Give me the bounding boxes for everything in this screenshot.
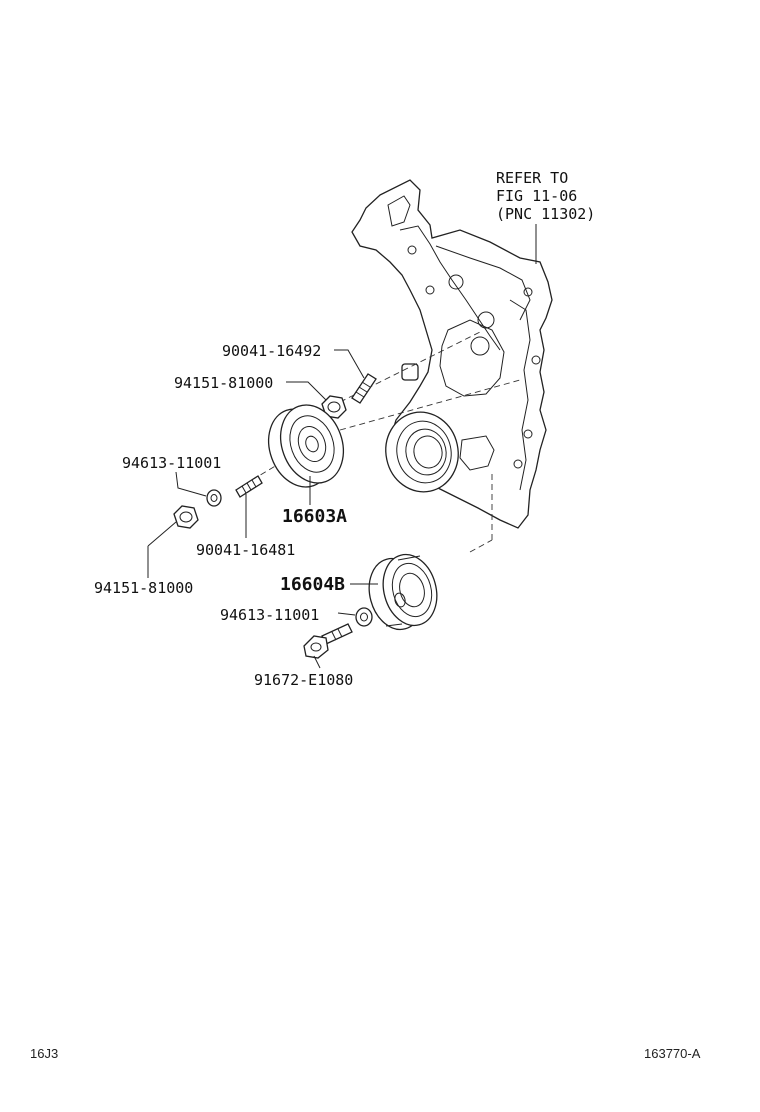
callout-washer-right[interactable]: 94613-11001	[220, 606, 319, 624]
bolt	[303, 623, 353, 659]
callout-idler-pulley-a[interactable]: 16603A	[282, 506, 347, 527]
callout-stud-lower[interactable]: 90041-16481	[196, 541, 295, 559]
footer-right-code: 163770-A	[644, 1046, 701, 1061]
reference-line-2: FIG 11-06	[496, 187, 577, 205]
callout-nut-lower[interactable]: 94151-81000	[94, 579, 193, 597]
timing-cover	[351, 179, 553, 529]
stud-upper	[351, 373, 377, 404]
leader-lines	[147, 224, 537, 669]
washer-right	[355, 607, 373, 627]
idler-pulley-a	[268, 404, 344, 488]
callout-idler-pulley-b[interactable]: 16604B	[280, 574, 345, 595]
nut-upper	[321, 395, 347, 419]
nut-lower	[173, 505, 199, 529]
callout-bolt[interactable]: 91672-E1080	[254, 671, 353, 689]
washer-left	[206, 489, 222, 507]
stud-lower	[235, 475, 263, 498]
callout-washer-left[interactable]: 94613-11001	[122, 454, 221, 472]
callout-nut-upper[interactable]: 94151-81000	[174, 374, 273, 392]
reference-line-3: (PNC 11302)	[496, 205, 595, 223]
footer-left-code: 16J3	[30, 1046, 58, 1061]
reference-line-1: REFER TO	[496, 169, 568, 187]
callout-stud-upper[interactable]: 90041-16492	[222, 342, 321, 360]
idler-pulley-b	[368, 553, 438, 631]
